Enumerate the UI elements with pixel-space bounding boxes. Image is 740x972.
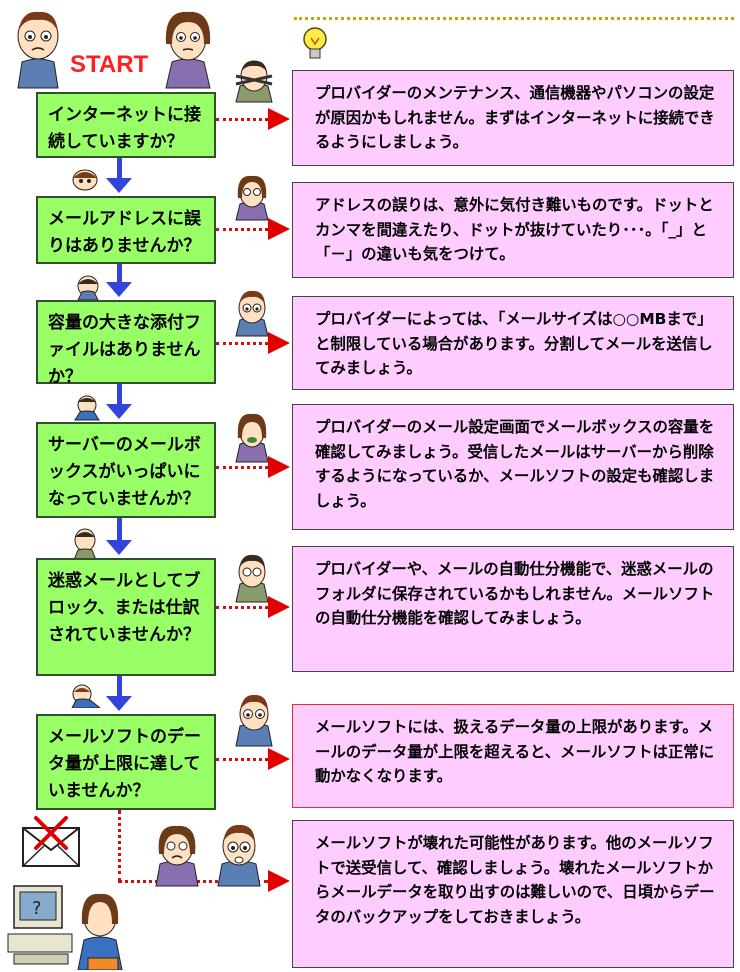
flow-arrow-down <box>106 696 132 711</box>
question-box-6: メールソフトのデータ量が上限に達していませんか？ <box>36 714 216 810</box>
character-icon <box>232 286 272 338</box>
character-icon <box>158 4 218 90</box>
envelope-x-icon <box>20 814 86 870</box>
connector-line <box>216 466 268 469</box>
character-icon <box>74 274 102 302</box>
answer-box-6: メールソフトには、扱えるデータ量の上限があります。メールのデータ量が上限を超える… <box>292 704 734 808</box>
character-icon <box>72 394 102 422</box>
connector-line <box>216 118 268 121</box>
character-icon <box>150 818 204 888</box>
character-icon <box>232 688 276 748</box>
question-box-5: 迷惑メールとしてブロック、または仕訳されていませんか？ <box>36 558 216 676</box>
question-box-3: 容量の大きな添付ファイルはありませんか？ <box>36 300 216 387</box>
question-box-1: インターネットに接続していますか？ <box>36 92 216 158</box>
character-icon <box>232 170 272 222</box>
flow-line <box>117 518 122 542</box>
character-icon <box>70 528 100 562</box>
connector-line <box>216 228 268 231</box>
connector-arrow <box>268 218 290 240</box>
character-icon <box>70 168 100 192</box>
connector-arrow <box>268 332 290 354</box>
flow-arrow-down <box>106 540 132 555</box>
answer-box-1: プロバイダーのメンテナンス、通信機器やパソコンの設定が原因かもしれません。まずは… <box>292 70 734 166</box>
flow-line <box>117 158 122 180</box>
question-box-4: サーバーのメールボックスがいっぱいになっていませんか？ <box>36 422 216 518</box>
answer-box-4: プロバイダーのメール設定画面でメールボックスの容量を確認してみましょう。受信した… <box>292 404 734 530</box>
character-icon <box>232 548 272 604</box>
flow-arrow-down <box>106 178 132 193</box>
connector-line <box>216 342 268 345</box>
answer-box-2: アドレスの誤りは、意外に気付き難いものです。ドットとカンマを間違えたり、ドットが… <box>292 182 734 278</box>
connector-arrow <box>268 748 290 770</box>
character-icon <box>70 684 104 708</box>
answer-box-5: プロバイダーや、メールの自動仕分機能で、迷惑メールのフォルダに保存されているかも… <box>292 546 734 672</box>
flow-arrow-down <box>106 282 132 297</box>
question-box-2: メールアドレスに誤りはありませんか？ <box>36 196 216 264</box>
character-icon <box>232 408 272 464</box>
connector-line <box>216 606 268 609</box>
connector-arrow <box>268 456 290 478</box>
flow-arrow-down <box>106 404 132 419</box>
connector-line <box>118 810 121 882</box>
character-icon <box>8 4 68 90</box>
character-icon <box>214 818 264 888</box>
svg-text:?: ? <box>32 898 42 919</box>
flow-line <box>117 264 122 284</box>
lightbulb-icon <box>300 26 330 62</box>
flow-line <box>117 676 122 698</box>
character-icon <box>232 56 276 104</box>
start-label: START <box>70 51 149 78</box>
answer-box-3: プロバイダーによっては、「メールサイズは○○MBまで」と制限している場合がありま… <box>292 296 734 390</box>
connector-arrow <box>268 870 290 892</box>
connector-arrow <box>268 596 290 618</box>
connector-line <box>216 758 268 761</box>
top-dotted-divider <box>294 17 734 20</box>
connector-arrow <box>268 108 290 130</box>
final-answer-box: メールソフトが壊れた可能性があります。他のメールソフトで送受信して、確認しましょ… <box>292 820 734 968</box>
computer-user-icon: ? <box>4 878 134 970</box>
flow-line <box>117 384 122 406</box>
